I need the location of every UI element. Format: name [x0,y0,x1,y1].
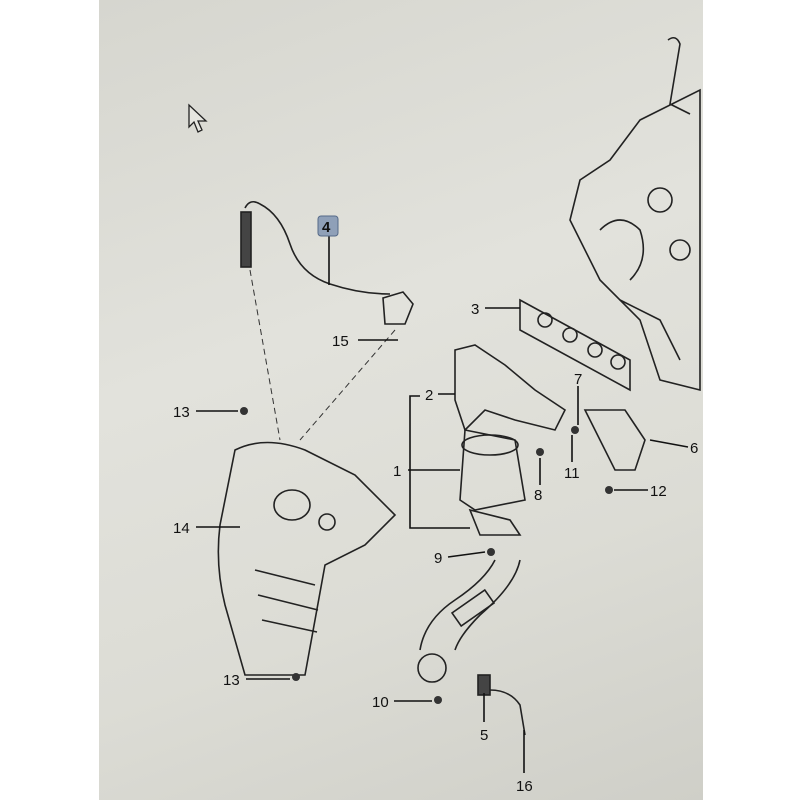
screen-photo [99,0,703,800]
oxygen-sensor-upstream [240,200,414,325]
mouse-cursor-icon [188,103,208,133]
callout-9[interactable]: 9 [434,550,442,567]
callout-3[interactable]: 3 [471,301,479,318]
callout-13-bottom[interactable]: 13 [223,672,240,689]
callout-13-top[interactable]: 13 [173,404,190,421]
callout-14[interactable]: 14 [173,520,190,537]
callout-4-highlight [317,215,339,237]
heat-shield [217,441,397,676]
manifold-bracket [583,409,646,471]
callout-12[interactable]: 12 [650,483,667,500]
callout-7[interactable]: 7 [574,371,582,388]
oxygen-sensor-downstream [477,674,526,736]
fasteners [240,407,613,704]
callout-6[interactable]: 6 [690,440,698,457]
callout-8[interactable]: 8 [534,487,542,504]
leader-lines [196,236,689,773]
callout-15[interactable]: 15 [332,333,349,350]
callout-10[interactable]: 10 [372,694,389,711]
callout-11[interactable]: 11 [564,465,580,482]
callout-2[interactable]: 2 [425,387,433,404]
exhaust-downpipe [417,559,521,683]
exhaust-manifold-catalytic-converter [454,344,567,536]
callout-4[interactable]: 4 [322,219,331,236]
engine-block [569,36,701,392]
callout-16[interactable]: 16 [516,778,533,795]
callout-5[interactable]: 5 [480,727,488,744]
callout-1[interactable]: 1 [393,463,401,480]
manifold-gasket [519,298,631,392]
